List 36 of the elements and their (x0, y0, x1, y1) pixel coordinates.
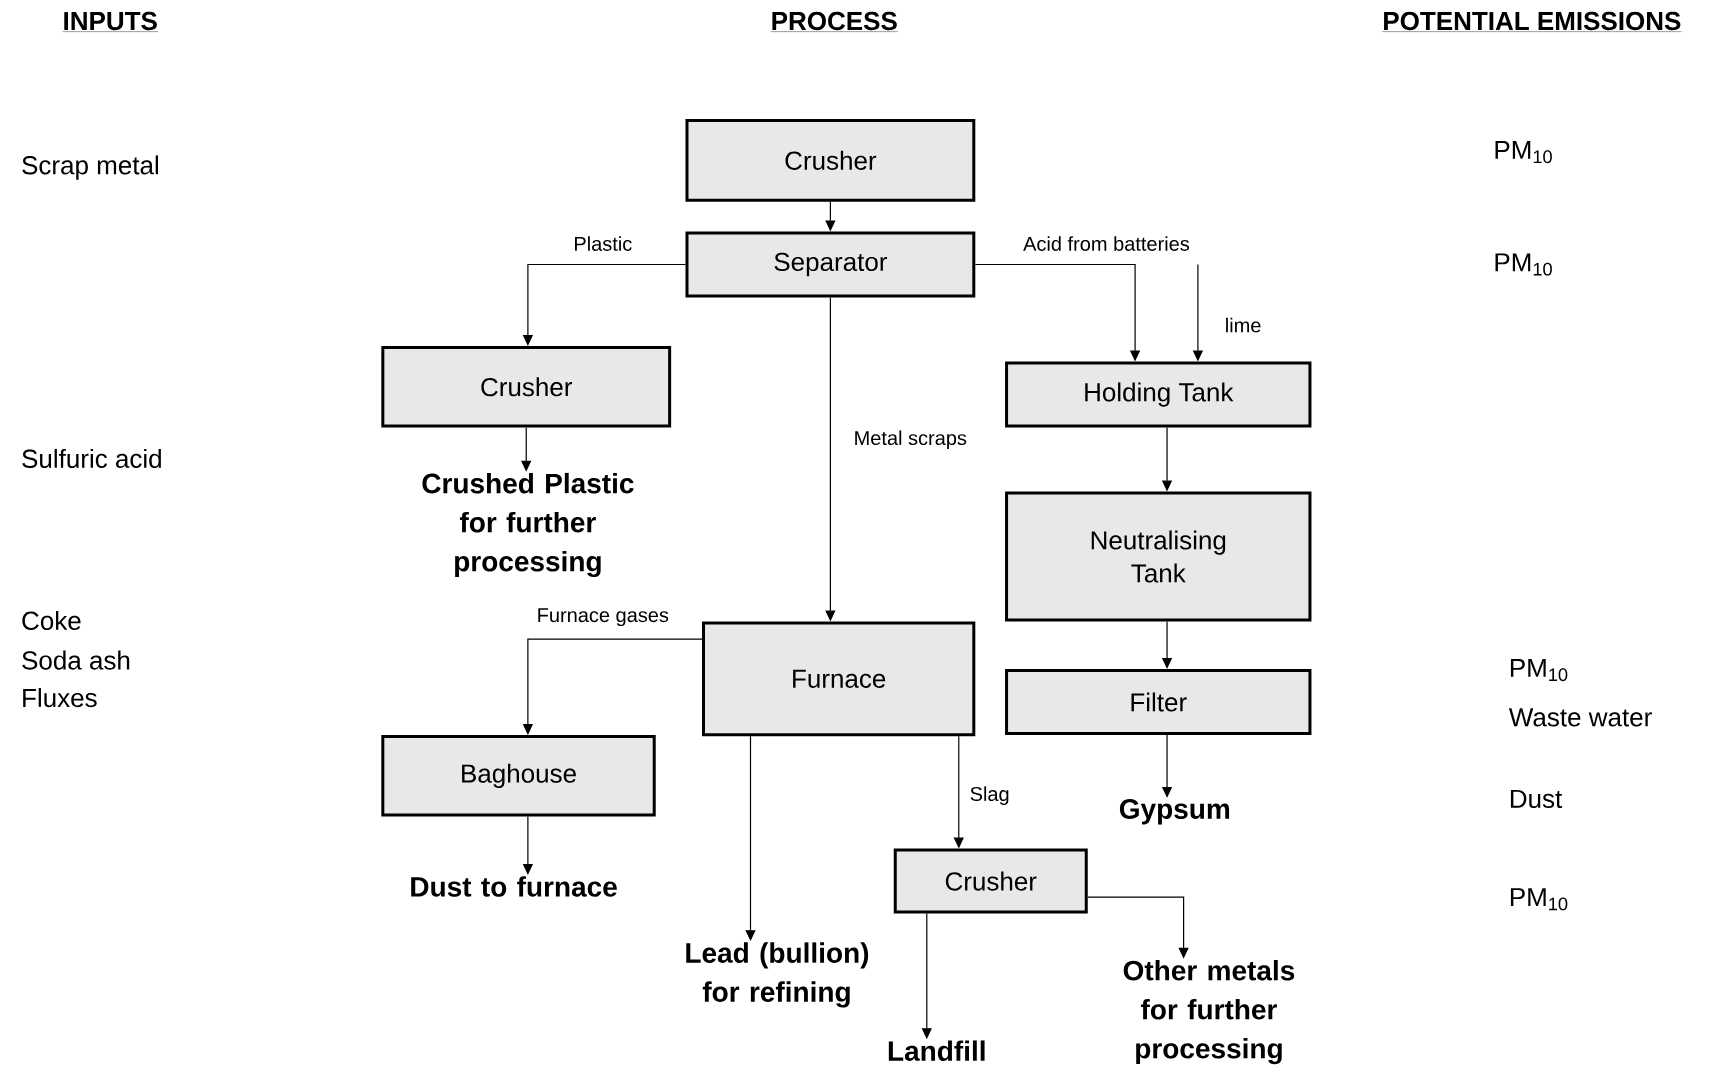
side-label: PM$_{10}$ (1510, 658, 1568, 681)
edge-label: Slag (968, 785, 1011, 806)
side-label: Coke (22, 610, 81, 630)
process-box: Furnace (702, 621, 976, 736)
process-box: Holding Tank (1005, 361, 1312, 428)
edge-label: lime (1223, 316, 1263, 334)
side-label: PM$_{10}$ (1495, 140, 1552, 163)
edge-label: Metal scraps (852, 429, 968, 450)
output-text: Dust to furnace (411, 876, 617, 897)
output-text: Crushed Plastic for further processing (422, 472, 634, 577)
output-text: Lead (bullion) for refining (686, 942, 869, 1008)
output-text: Landfill (888, 1040, 985, 1061)
column-heading: INPUTS (62, 11, 159, 32)
side-label: Scrap metal (22, 155, 158, 180)
side-label: Dust (1510, 789, 1563, 808)
process-box: Separator (685, 231, 976, 298)
process-box: Crusher (893, 848, 1088, 914)
side-label: PM$_{10}$ (1510, 887, 1568, 911)
process-box: Crusher (685, 118, 976, 202)
process-box: Baghouse (381, 734, 656, 817)
edge-label: Acid from batteries (1022, 235, 1191, 252)
process-box: Neutralising Tank (1005, 491, 1312, 622)
process-box: Crusher (381, 345, 672, 428)
side-label: Sulfuric acid (22, 448, 161, 468)
column-heading: POTENTIAL EMISSIONS (1382, 11, 1682, 32)
side-label: Fluxes (23, 687, 97, 707)
edge-label: Plastic (572, 235, 634, 252)
arrow (745, 735, 756, 941)
side-label: Soda ash (22, 650, 130, 670)
side-label: Waste water (1508, 708, 1652, 727)
column-heading: PROCESS (770, 11, 899, 32)
process-box: Filter (1005, 668, 1312, 735)
side-label: PM$_{10}$ (1495, 253, 1552, 276)
output-text: Gypsum (1119, 798, 1230, 825)
output-text: Other metals for further processing (1123, 959, 1295, 1064)
edge-label: Furnace gases (535, 607, 670, 627)
